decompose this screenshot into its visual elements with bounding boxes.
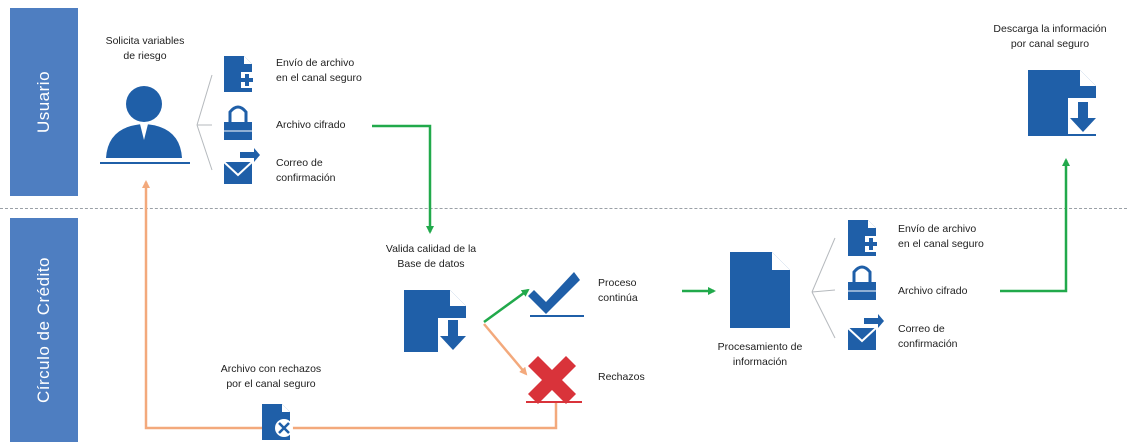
database-document-icon — [404, 290, 468, 352]
reject-x-icon — [526, 356, 582, 404]
envio-archivo-label-credit: Envío de archivo en el canal seguro — [898, 223, 984, 250]
file-add-icon — [224, 56, 257, 92]
arrow-valida-to-proceso — [483, 288, 530, 324]
rejected-file-icon — [262, 404, 293, 440]
envio-archivo-label: Envío de archivo en el canal seguro — [276, 57, 362, 84]
mail-icon-credit — [847, 314, 884, 350]
lock-icon-credit — [848, 265, 876, 300]
descarga-label: Descarga la información por canal seguro — [993, 23, 1107, 50]
check-icon — [528, 272, 584, 317]
lane-circulo-de-credito: Círculo de Crédito — [10, 218, 78, 442]
proceso-continua-label: Proceso continúa — [598, 277, 638, 304]
procesamiento-label: Procesamiento de información — [717, 341, 803, 368]
connector-lines-credit — [811, 237, 836, 339]
lane-divider — [0, 208, 1127, 209]
archivo-cifrado-label: Archivo cifrado — [276, 119, 346, 131]
archivo-rechazos-label: Archivo con rechazos por el canal seguro — [220, 363, 322, 390]
correo-confirmacion-label-credit: Correo de confirmación — [898, 323, 958, 350]
processing-document-icon — [730, 252, 790, 328]
correo-confirmacion-label: Correo de confirmación — [276, 157, 336, 184]
valida-label: Valida calidad de la Base de datos — [385, 243, 477, 270]
connector-lines-user — [196, 74, 213, 171]
arrow-rechazos-loop-to-usuario — [142, 180, 558, 430]
solicita-label: Solicita variables de riesgo — [105, 35, 185, 62]
user-person-icon — [100, 86, 190, 164]
archivo-cifrado-label-credit: Archivo cifrado — [898, 285, 968, 297]
arrow-cifrado-to-descarga — [1000, 158, 1070, 293]
download-document-icon — [1028, 70, 1098, 136]
lock-icon — [224, 105, 252, 140]
file-add-icon-credit — [848, 220, 881, 256]
mail-icon — [223, 148, 260, 184]
arrow-valida-to-rechazos — [483, 323, 528, 376]
rechazos-label: Rechazos — [598, 371, 645, 383]
lane-usuario: Usuario — [10, 8, 78, 196]
arrow-archivo-to-valida — [372, 124, 434, 234]
